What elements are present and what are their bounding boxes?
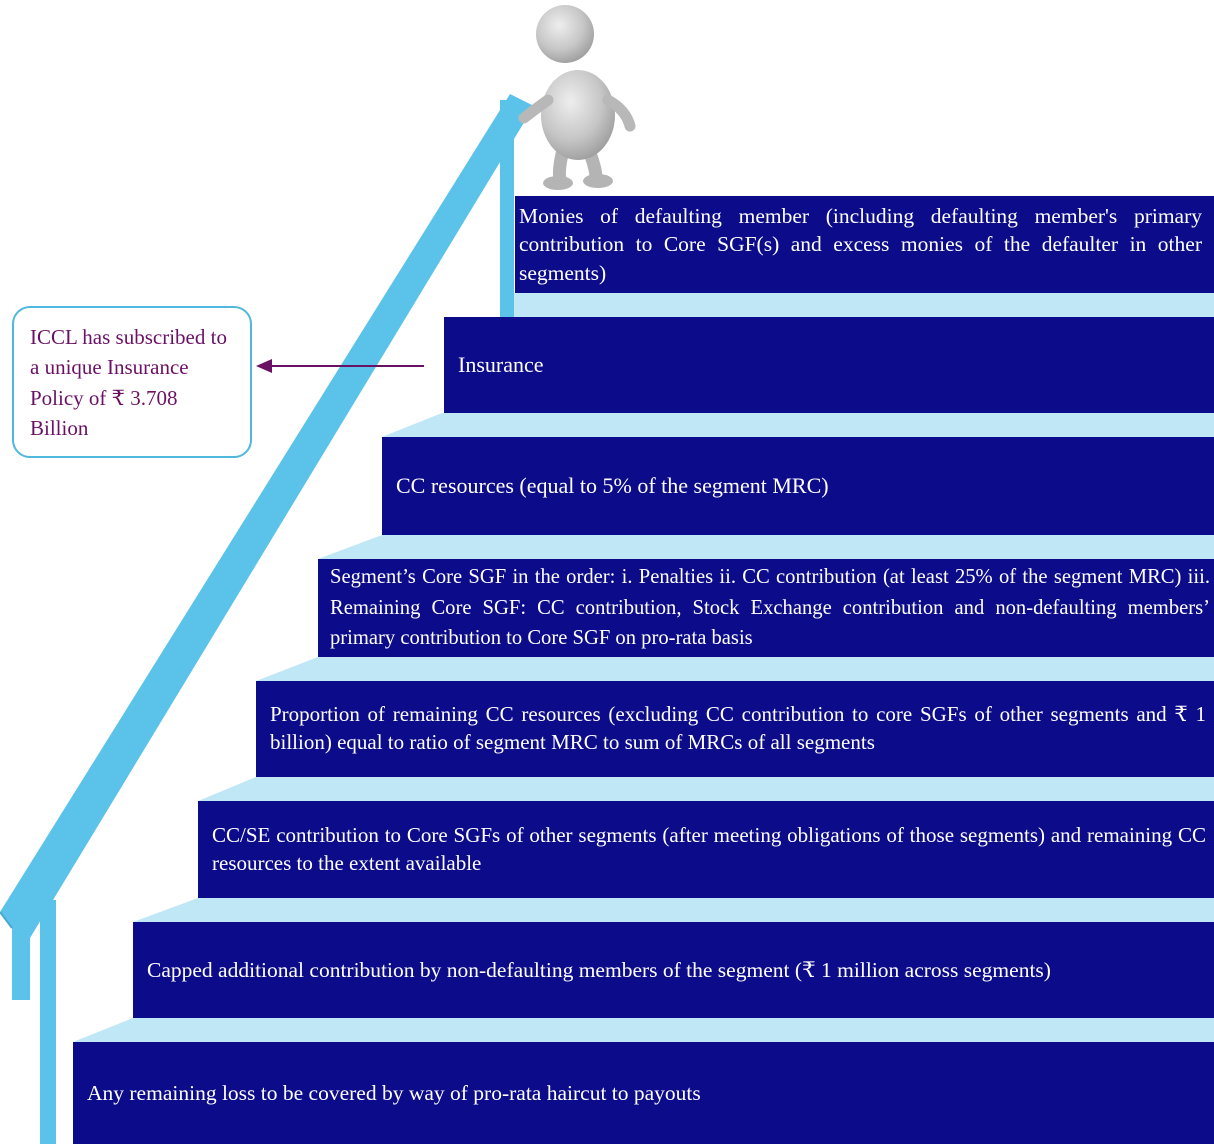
callout-line: Policy of ₹ 3.708 xyxy=(30,385,178,410)
step-7-capped-contribution: Capped additional contribution by non-de… xyxy=(133,922,1214,1018)
step-4-label: Segment’s Core SGF in the order: i. Pena… xyxy=(330,565,1210,650)
step-2-label: Insurance xyxy=(458,352,544,378)
railing-post-bottom xyxy=(40,900,56,1144)
stair-tread xyxy=(318,535,1214,559)
step-1-defaulting-member-monies: Monies of defaulting member (including d… xyxy=(515,196,1214,293)
callout-line: Billion xyxy=(30,416,89,441)
stair-tread xyxy=(502,293,1214,317)
callout-line: a unique Insurance xyxy=(30,355,189,380)
step-6-label: CC/SE contribution to Core SGFs of other… xyxy=(212,822,1206,875)
step-4-segment-core-sgf: Segment’s Core SGF in the order: i. Pena… xyxy=(318,559,1214,657)
step-2-insurance: Insurance xyxy=(444,317,1214,413)
stair-tread xyxy=(133,898,1214,922)
stair-tread xyxy=(73,1018,1214,1042)
railing-bar xyxy=(0,94,534,1000)
step-3-cc-resources: CC resources (equal to 5% of the segment… xyxy=(382,437,1214,535)
step-5-label: Proportion of remaining CC resources (ex… xyxy=(270,702,1206,754)
step-6-cc-se-contribution: CC/SE contribution to Core SGFs of other… xyxy=(198,801,1214,898)
insurance-policy-callout: ICCL has subscribed to a unique Insuranc… xyxy=(12,306,252,458)
figure-body xyxy=(541,70,615,160)
stair-tread xyxy=(256,657,1214,681)
step-5-remaining-cc-resources: Proportion of remaining CC resources (ex… xyxy=(256,681,1214,777)
figure-head xyxy=(536,5,594,63)
stair-tread xyxy=(382,413,1214,437)
stair-tread xyxy=(198,777,1214,801)
callout-line: ICCL has subscribed to xyxy=(30,325,227,349)
step-1-label: Monies of defaulting member (including d… xyxy=(519,203,1202,285)
person-figure xyxy=(518,5,636,190)
step-3-label: CC resources (equal to 5% of the segment… xyxy=(396,473,829,499)
step-8-pro-rata-haircut: Any remaining loss to be covered by way … xyxy=(73,1042,1214,1144)
step-7-label: Capped additional contribution by non-de… xyxy=(147,957,1051,982)
step-8-label: Any remaining loss to be covered by way … xyxy=(87,1080,701,1105)
arrow-head xyxy=(256,359,272,373)
